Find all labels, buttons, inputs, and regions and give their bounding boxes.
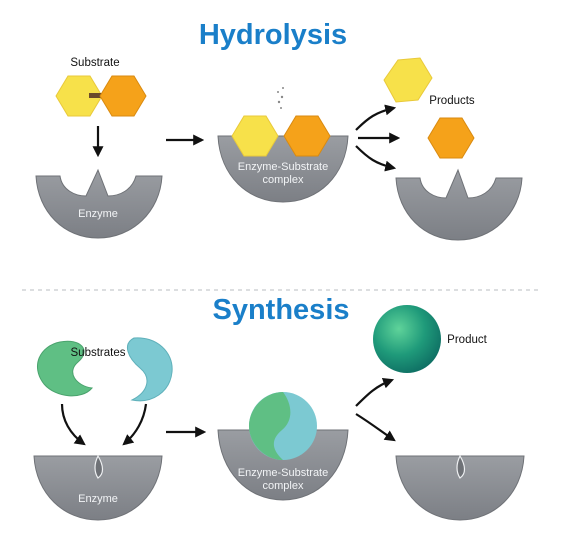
product-orange-hexagon [427, 117, 475, 159]
arrow-up-right [355, 377, 395, 407]
water-dots [277, 87, 284, 109]
green-substrate-blob [36, 340, 93, 397]
orange-hexagon [99, 75, 147, 117]
active-site-groove [94, 454, 104, 479]
green-half [249, 392, 291, 460]
arrow-up-right [355, 104, 397, 131]
yellow-hexagon [231, 115, 279, 157]
product-label: Product [447, 334, 487, 346]
enzyme-3 [395, 168, 523, 241]
substrates-label: Substrates [71, 347, 126, 359]
hydrolysis-title: Hydrolysis [199, 19, 347, 51]
complex-label-line1: Enzyme-Substrate [238, 161, 328, 173]
substrate-molecule [55, 75, 147, 117]
product-yellow-hexagon [383, 57, 433, 103]
products-label: Products [429, 95, 475, 107]
complex-label-line1-synthesis: Enzyme-Substrate [238, 467, 328, 479]
arrow-down-right [122, 403, 148, 446]
enzyme-1: Enzyme [35, 168, 163, 239]
product-sphere [373, 305, 441, 373]
synthesis-enzyme-substrate-complex: Enzyme-Substrate complex [217, 392, 349, 501]
teal-substrate-blob [126, 337, 173, 402]
enzyme-4: Enzyme [33, 454, 163, 521]
substrate-label: Substrate [70, 57, 119, 69]
synthesis-title: Synthesis [213, 294, 350, 326]
complex-label-line2: complex [263, 174, 304, 186]
active-site-groove [456, 454, 466, 479]
arrow-down-right [355, 145, 397, 172]
enzyme-label: Enzyme [78, 208, 118, 220]
arrow-down-left [60, 403, 86, 446]
enzyme-label-synthesis: Enzyme [78, 493, 118, 505]
arrow-down-right [355, 413, 396, 442]
enzyme-5 [395, 454, 525, 521]
complex-label-line2-synthesis: complex [263, 480, 304, 492]
orange-hexagon [283, 115, 331, 157]
bond [89, 93, 105, 98]
enzyme-substrate-complex: Enzyme-Substrate complex [217, 87, 349, 203]
